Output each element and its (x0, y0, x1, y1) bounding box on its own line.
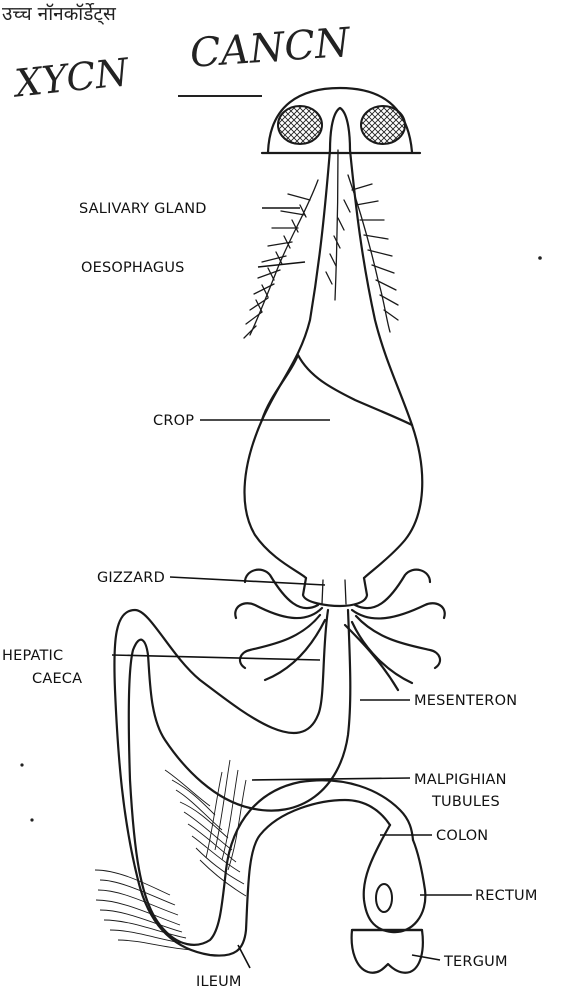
label-mesenteron: MESENTERON (414, 693, 517, 709)
eye-right (361, 106, 405, 144)
handwriting-left: XYCN (10, 50, 132, 106)
label-ileum: ILEUM (196, 974, 242, 990)
label-tubules: TUBULES (431, 794, 500, 810)
gizzard (303, 578, 367, 606)
label-colon: COLON (436, 828, 488, 844)
label-gizzard: GIZZARD (97, 570, 165, 586)
head-capsule (262, 88, 420, 153)
label-crop: CROP (153, 413, 194, 429)
speck (30, 818, 33, 821)
speck (538, 256, 542, 260)
speck (20, 763, 23, 766)
label-malpighian: MALPIGHIAN (414, 772, 507, 788)
handwriting-right: CANCN (188, 20, 353, 77)
malpighian-tubules (95, 760, 246, 950)
label-hepatic: HEPATIC (2, 648, 63, 664)
hepatic-caeca (235, 570, 444, 690)
header-note: उच्च नॉनकॉर्डेट्स (2, 2, 117, 25)
tergum (352, 930, 423, 973)
eye-left (278, 106, 322, 144)
oesophagus-crop (245, 150, 423, 578)
label-tergum: TERGUM (443, 954, 508, 970)
label-oesophagus: OESOPHAGUS (81, 260, 185, 276)
salivary-gland-left (244, 180, 318, 338)
label-salivary-gland: SALIVARY GLAND (79, 201, 207, 217)
label-caeca: CAECA (32, 671, 82, 687)
label-rectum: RECTUM (475, 888, 538, 904)
rectal-pad (376, 884, 392, 912)
